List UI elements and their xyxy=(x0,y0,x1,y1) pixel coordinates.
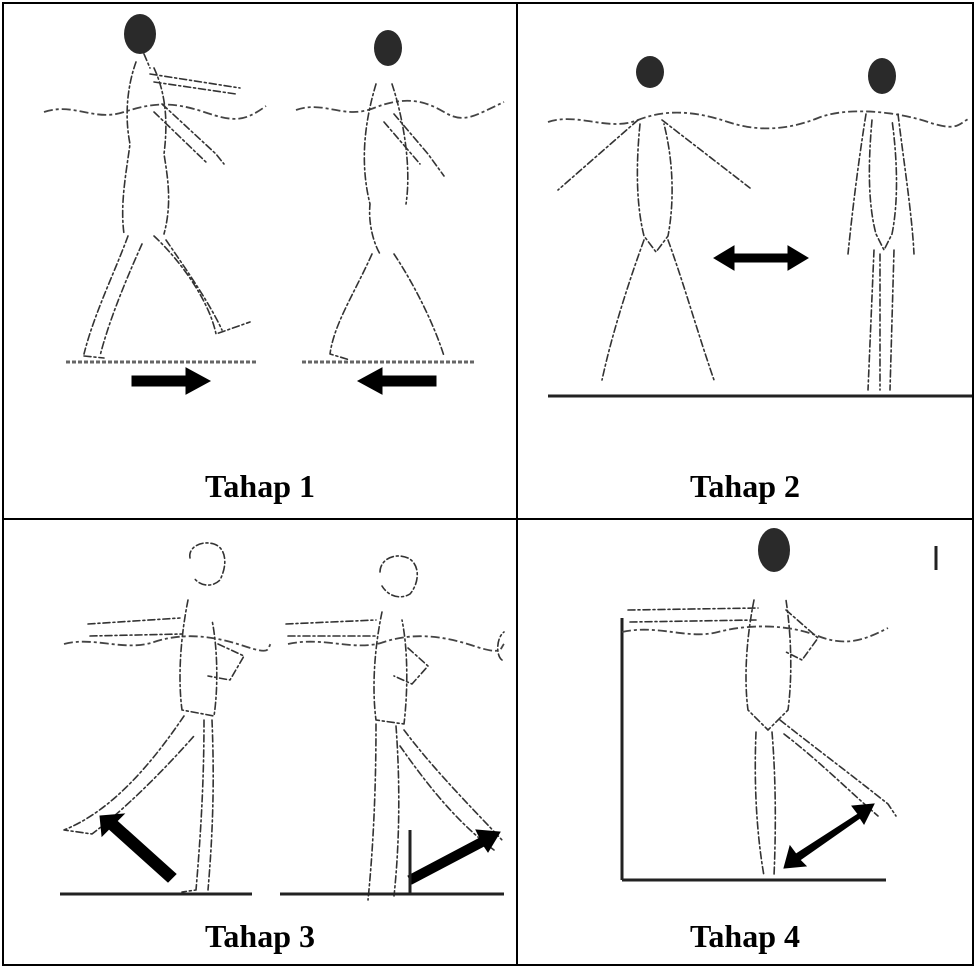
panel-stage-2: Tahap 2 xyxy=(518,4,972,518)
stage-1-caption: Tahap 1 xyxy=(4,468,516,505)
panel-stage-1: Tahap 1 xyxy=(4,4,516,518)
arrow-diagonal-back-icon xyxy=(100,814,176,882)
water-line-left xyxy=(44,105,266,119)
water-line-left xyxy=(64,636,272,651)
figure-side-leg-raise xyxy=(628,600,896,876)
water-line-right xyxy=(288,636,504,651)
stage-3-illustration xyxy=(4,520,516,968)
figure-head xyxy=(758,528,790,572)
arrow-diagonal-forward-icon xyxy=(408,830,500,884)
figure-leg-swing-back xyxy=(64,543,244,892)
stage-4-illustration xyxy=(518,520,972,968)
stage-2-caption: Tahap 2 xyxy=(518,468,972,505)
walking-figure-backward xyxy=(330,30,444,360)
figure-head xyxy=(868,58,896,94)
panel-stage-4: Tahap 4 xyxy=(518,520,972,968)
arrow-left-icon xyxy=(358,368,436,394)
stage-3-caption: Tahap 3 xyxy=(4,918,516,955)
figure-arms-legs-open xyxy=(558,56,750,380)
panel-stage-3: Tahap 3 xyxy=(4,520,516,968)
figure-arms-legs-closed xyxy=(848,58,914,390)
water-line xyxy=(548,111,970,128)
figure-head xyxy=(374,30,402,66)
stage-1-illustration xyxy=(4,4,516,518)
double-arrow-icon xyxy=(714,246,808,270)
figure-head xyxy=(124,14,156,54)
arrow-right-icon xyxy=(132,368,210,394)
double-arrow-diagonal-icon xyxy=(784,804,874,868)
stage-2-illustration xyxy=(518,4,972,518)
water-line xyxy=(622,626,888,641)
figure-head xyxy=(636,56,664,88)
figure-head xyxy=(190,543,225,585)
figure-head xyxy=(380,556,417,597)
walking-figure-forward xyxy=(84,14,250,358)
stage-4-caption: Tahap 4 xyxy=(518,918,972,955)
